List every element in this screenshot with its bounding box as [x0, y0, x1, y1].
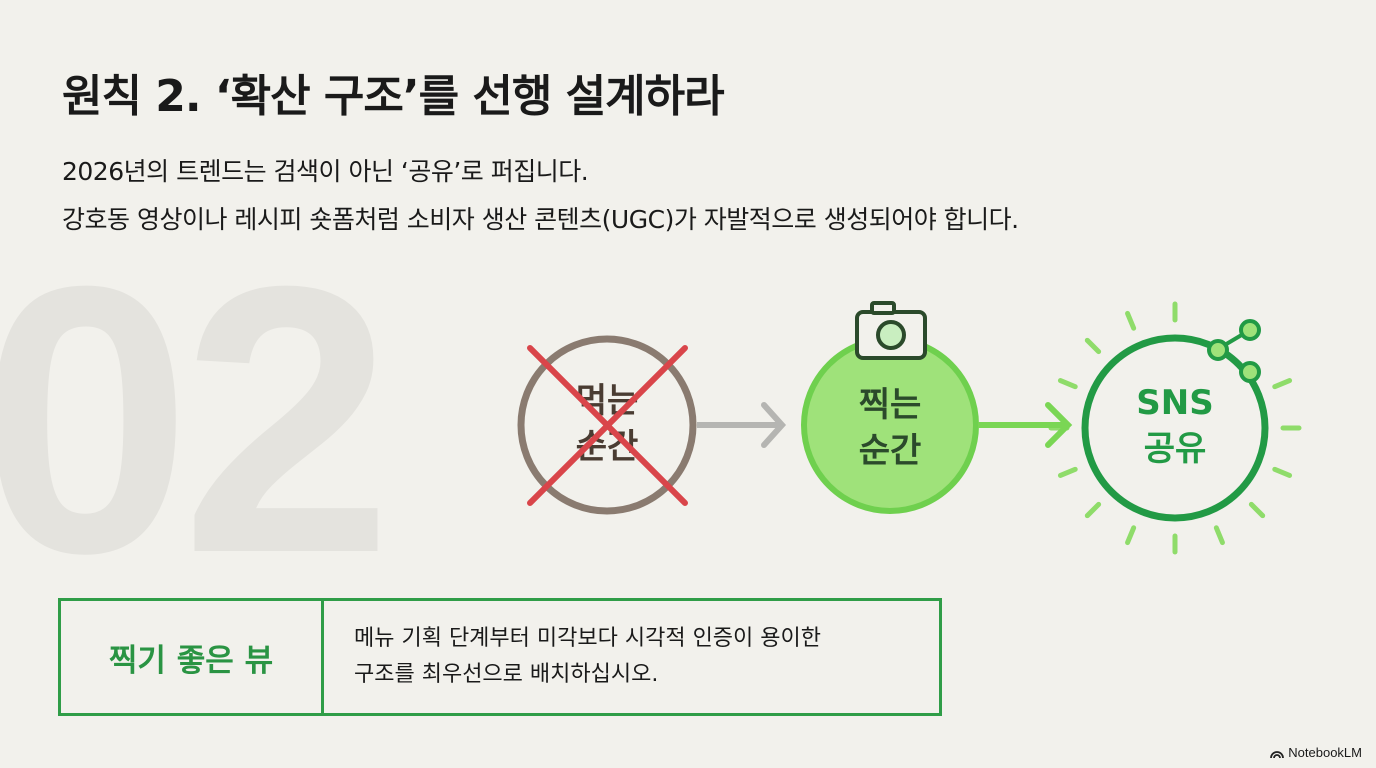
brand-name: NotebookLM — [1288, 745, 1362, 760]
callout-description: 메뉴 기획 단계부터 미각보다 시각적 인증이 용이한 구조를 최우선으로 배치… — [324, 601, 821, 713]
notebooklm-brand: NotebookLM — [1270, 745, 1362, 760]
ray — [1057, 466, 1078, 478]
ray — [1213, 525, 1225, 546]
step-3-line-2: 공유 — [1143, 429, 1207, 469]
callout-line-2: 구조를 최우선으로 배치하십시오. — [354, 662, 659, 687]
ray — [1084, 501, 1102, 519]
subtitle-line-1: 2026년의 트렌드는 검색이 아닌 ‘공유’로 퍼집니다. — [62, 157, 589, 186]
ray — [1125, 310, 1137, 331]
rays — [1048, 301, 1302, 555]
ray — [1084, 337, 1102, 355]
ray — [1057, 378, 1078, 390]
slide-title: 원칙 2. ‘확산 구조’를 선행 설계하라 — [62, 71, 725, 122]
green-arrow-head — [1045, 402, 1073, 448]
callout-line-1: 메뉴 기획 단계부터 미각보다 시각적 인증이 용이한 — [354, 626, 822, 651]
notebooklm-logo-icon — [1270, 750, 1285, 758]
sns-share-circle — [1081, 334, 1269, 522]
ray — [1272, 466, 1293, 478]
step-3-text: SNS 공유 — [1090, 380, 1260, 472]
step-2-line-1: 찍는 — [858, 385, 922, 425]
camera-icon — [855, 301, 927, 360]
ray — [1248, 501, 1266, 519]
step-2-line-2: 순간 — [858, 431, 922, 471]
subtitle-line-2: 강호동 영상이나 레시피 숏폼처럼 소비자 생산 콘텐츠(UGC)가 자발적으로… — [62, 205, 1019, 234]
eating-moment-circle — [517, 335, 697, 515]
gray-arrow-head — [761, 402, 787, 448]
big-number-watermark: 02 — [0, 207, 393, 632]
ray — [1125, 525, 1137, 546]
share-icon — [1207, 319, 1261, 383]
callout-label: 찍기 좋은 뷰 — [61, 601, 324, 713]
step-2-text: 찍는 순간 — [805, 382, 975, 474]
ray — [1272, 378, 1293, 390]
step-3-line-1: SNS — [1136, 383, 1214, 423]
callout-box: 찍기 좋은 뷰 메뉴 기획 단계부터 미각보다 시각적 인증이 용이한 구조를 … — [58, 598, 942, 716]
